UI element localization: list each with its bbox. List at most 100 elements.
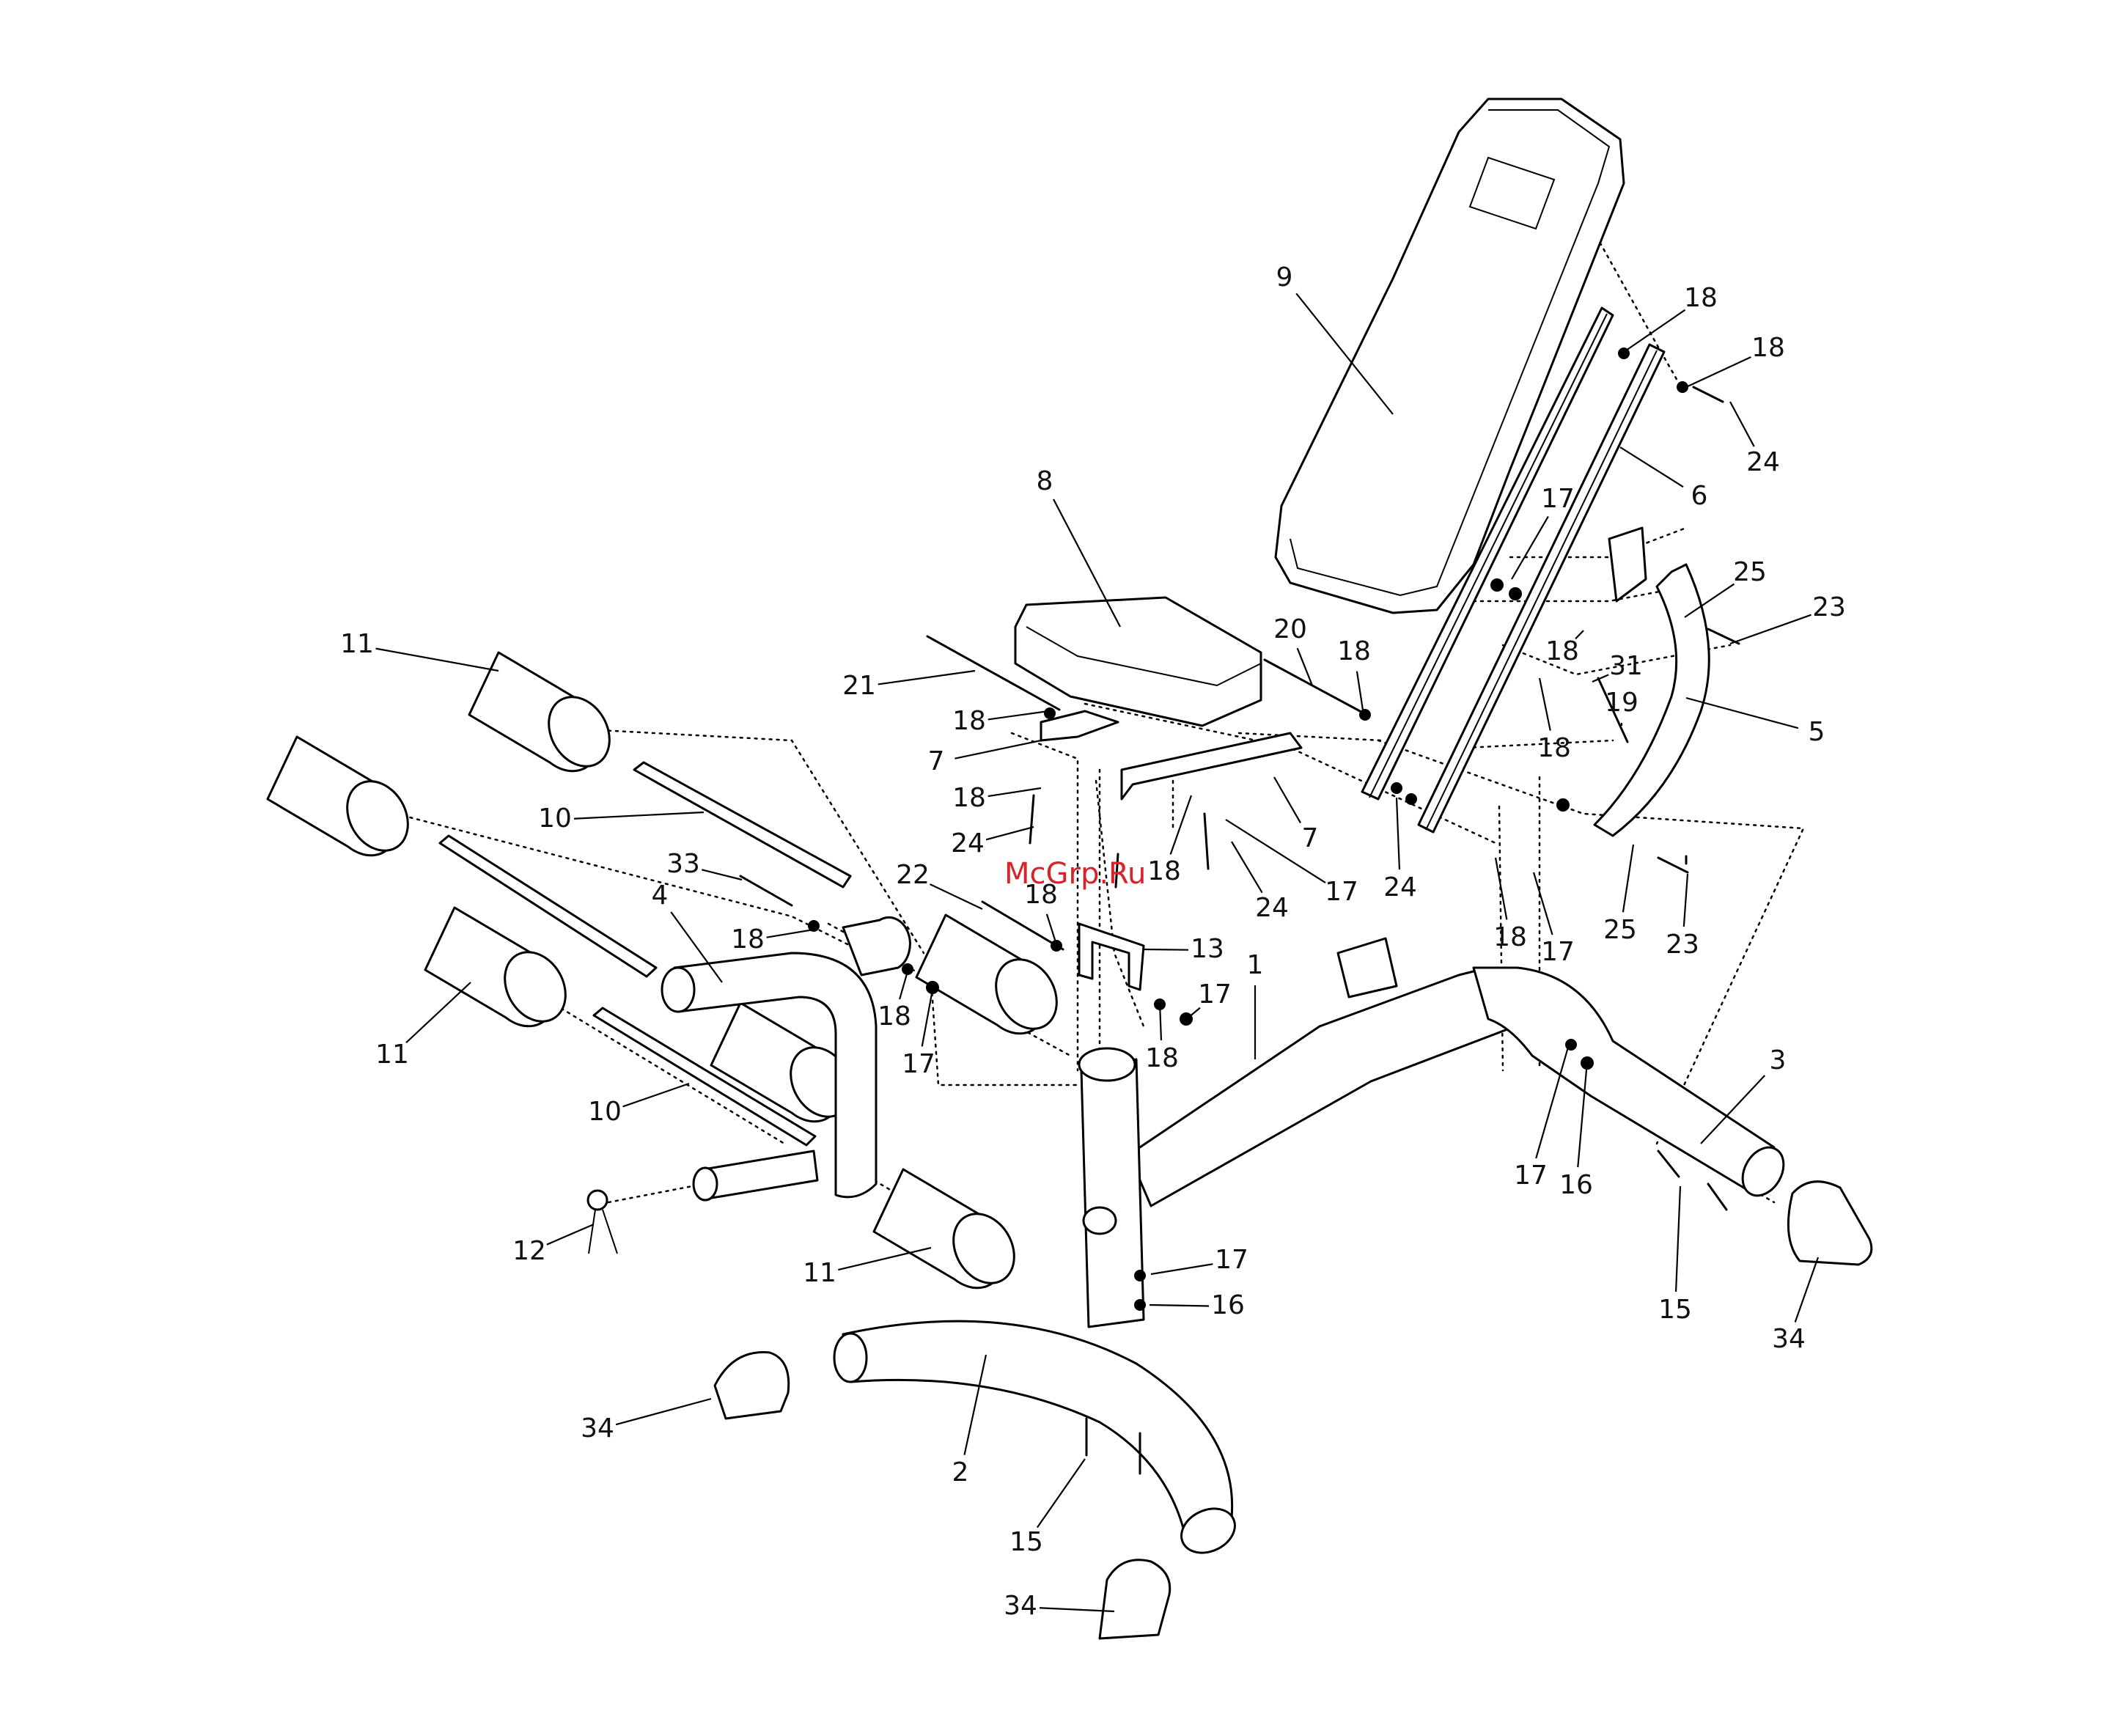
leader-line: [1150, 1263, 1213, 1276]
part-number-label: 17: [1514, 1161, 1548, 1191]
part-backrest-pad: [1274, 98, 1625, 614]
leader-line: [405, 982, 471, 1044]
part-leg-frame: [661, 916, 911, 1202]
leader-line: [1685, 356, 1751, 388]
leader-line: [1700, 1075, 1766, 1144]
part-number-label: 1: [1247, 950, 1264, 980]
leader-line: [1039, 1607, 1115, 1613]
part-number-label: 11: [375, 1040, 409, 1070]
leader-line: [1729, 614, 1811, 645]
leader-line: [1625, 309, 1686, 351]
part-number-label: 17: [1215, 1245, 1248, 1275]
part-number-label: 18: [952, 706, 986, 736]
leader-line: [1575, 630, 1584, 640]
part-rear-stabilizer: [1472, 966, 1785, 1197]
leader-line: [1535, 1044, 1570, 1159]
leader-line: [1273, 776, 1301, 824]
part-spring-pin: [586, 1189, 618, 1254]
leader-line: [955, 739, 1042, 760]
leader-line: [1053, 499, 1121, 628]
hardware-pieces: [739, 347, 1740, 1475]
leader-line: [838, 1246, 932, 1271]
leader-line: [987, 710, 1049, 721]
part-number-label: 25: [1733, 557, 1767, 587]
leader-line: [1577, 1061, 1589, 1168]
part-number-label: 23: [1812, 592, 1846, 622]
part-number-label: 17: [902, 1049, 935, 1079]
part-number-label: 16: [1559, 1170, 1593, 1200]
part-number-label: 22: [896, 860, 930, 890]
part-number-label: 19: [1605, 688, 1638, 718]
leader-line: [1395, 797, 1401, 870]
leader-line: [1674, 1185, 1682, 1292]
part-number-label: 17: [1325, 877, 1358, 907]
leader-line: [766, 928, 814, 938]
part-number-label: 18: [1147, 856, 1181, 886]
part-number-label: 34: [1772, 1324, 1806, 1354]
leader-line: [1622, 844, 1635, 913]
part-number-label: 10: [588, 1097, 622, 1127]
part-number-label: 18: [1024, 880, 1058, 910]
leader-line: [1685, 696, 1799, 729]
leader-line: [1169, 795, 1193, 855]
leader-line: [1538, 677, 1551, 731]
leader-line: [1231, 841, 1263, 894]
part-number-label: 18: [1545, 636, 1579, 666]
part-number-label: 24: [1255, 893, 1289, 923]
part-number-label: 9: [1276, 262, 1293, 293]
part-number-label: 18: [1537, 733, 1571, 763]
part-number-label: 13: [1191, 934, 1224, 964]
leader-line: [1158, 1002, 1163, 1041]
part-number-label: 12: [512, 1236, 546, 1266]
part-number-label: 17: [1541, 484, 1575, 514]
leader-line: [1225, 819, 1326, 884]
leader-line: [1296, 647, 1314, 686]
part-adjustment-bracket: [1593, 526, 1710, 837]
leader-line: [1619, 446, 1684, 488]
part-number-label: 34: [581, 1413, 614, 1443]
leader-line: [546, 1223, 595, 1246]
part-number-label: 7: [928, 746, 945, 776]
callout-leader-lines: [375, 293, 1820, 1613]
part-number-label: 21: [842, 671, 876, 701]
leader-line: [1794, 1257, 1820, 1323]
part-number-label: 10: [538, 803, 572, 834]
leader-line: [930, 883, 983, 910]
leader-line: [1511, 515, 1549, 580]
leader-line: [1356, 671, 1365, 716]
part-number-label: 25: [1603, 915, 1637, 945]
leader-line: [1036, 1458, 1086, 1529]
leader-line: [985, 825, 1034, 841]
part-roller-bars: [438, 761, 852, 1147]
part-end-caps: [713, 1180, 1873, 1640]
part-number-label: 11: [340, 629, 374, 659]
leader-line: [573, 811, 705, 820]
part-back-rails: [1361, 306, 1666, 834]
part-number-label: 18: [1337, 636, 1371, 666]
part-number-label: 18: [1493, 922, 1527, 952]
part-number-label: 4: [652, 880, 669, 911]
part-number-label: 20: [1273, 614, 1307, 644]
leader-line: [1045, 913, 1057, 943]
leader-line: [1149, 1303, 1210, 1307]
leader-line: [1729, 401, 1755, 447]
leader-line: [375, 647, 499, 672]
leader-line: [987, 787, 1042, 798]
part-number-label: 15: [1009, 1527, 1043, 1557]
leader-line: [1684, 583, 1735, 618]
leader-line: [1143, 948, 1189, 951]
part-number-label: 3: [1770, 1045, 1787, 1075]
part-number-label: 33: [666, 849, 700, 879]
part-main-frame: [1078, 937, 1526, 1328]
leader-line: [1295, 293, 1394, 415]
leader-line: [878, 669, 976, 685]
part-number-label: 17: [1541, 937, 1575, 967]
leader-line: [701, 869, 743, 881]
part-front-stabilizer: [833, 1320, 1236, 1554]
leader-line: [921, 989, 934, 1047]
part-number-label: 2: [952, 1457, 969, 1487]
leader-line: [1592, 674, 1609, 683]
part-number-label: 31: [1609, 651, 1643, 681]
